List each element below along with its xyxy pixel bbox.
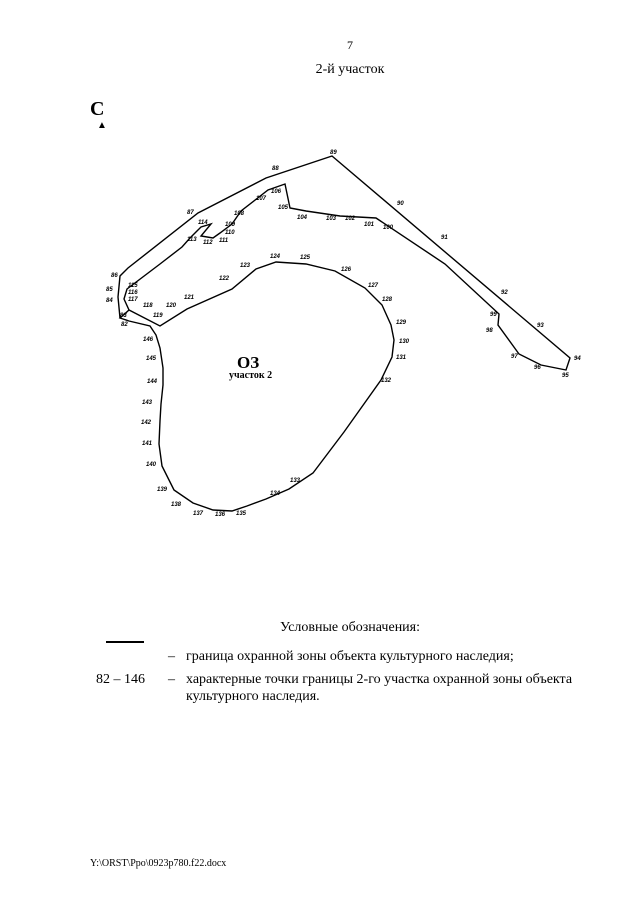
point-label-126: 126	[341, 267, 352, 273]
point-label-84: 84	[106, 298, 113, 304]
point-label-104: 104	[297, 215, 308, 221]
legend-title: Условные обозначения:	[279, 620, 421, 635]
point-label-121: 121	[184, 295, 195, 301]
point-label-132: 132	[381, 378, 392, 384]
point-label-143: 143	[142, 400, 153, 406]
point-label-103: 103	[326, 216, 337, 222]
point-label-137: 137	[193, 511, 204, 517]
point-label-85: 85	[106, 287, 113, 293]
point-label-95: 95	[562, 373, 569, 379]
point-label-130: 130	[399, 339, 410, 345]
point-label-141: 141	[142, 441, 153, 447]
zone-name: ОЗ	[237, 353, 259, 372]
point-label-113: 113	[187, 237, 197, 243]
point-label-100: 100	[383, 225, 394, 231]
legend-dash-2: –	[168, 672, 175, 687]
point-label-125: 125	[300, 255, 311, 261]
point-label-111: 111	[219, 238, 229, 244]
legend-text-1: граница охранной зоны объекта культурног…	[186, 649, 514, 664]
zone-boundary	[118, 261, 395, 512]
point-label-83: 83	[120, 313, 127, 319]
point-label-146: 146	[143, 337, 154, 343]
point-label-94: 94	[574, 356, 581, 362]
point-label-98: 98	[486, 328, 493, 334]
boundary-map: 82 83 84 85 86 87 88 89 90 91 92 93 94 9…	[106, 150, 581, 518]
point-label-115: 115	[128, 283, 138, 289]
point-label-128: 128	[382, 297, 393, 303]
point-label-112: 112	[203, 240, 213, 246]
footer-file-path: Y:\ORST\Ppo\0923p780.f22.docx	[90, 858, 227, 869]
point-label-105: 105	[278, 205, 289, 211]
point-label-108: 108	[234, 211, 245, 217]
page-number: 7	[347, 38, 353, 52]
point-label-87: 87	[187, 210, 194, 216]
zone-subtitle: участок 2	[229, 370, 272, 381]
point-label-82: 82	[121, 322, 128, 328]
point-label-123: 123	[240, 263, 251, 269]
legend-key-2: 82 – 146	[96, 672, 145, 687]
point-label-107: 107	[256, 196, 267, 202]
point-label-134: 134	[270, 491, 281, 497]
north-label: С	[90, 98, 105, 120]
point-label-140: 140	[146, 462, 157, 468]
point-label-127: 127	[368, 283, 379, 289]
point-label-110: 110	[225, 230, 235, 236]
point-label-124: 124	[270, 254, 281, 260]
point-label-96: 96	[534, 365, 541, 371]
point-label-138: 138	[171, 502, 182, 508]
point-label-133: 133	[290, 478, 301, 484]
point-label-114: 114	[198, 220, 208, 226]
point-label-89: 89	[330, 150, 337, 156]
legend-dash-1: –	[168, 649, 175, 664]
point-label-145: 145	[146, 356, 157, 362]
point-label-129: 129	[396, 320, 407, 326]
outer-boundary	[117, 155, 571, 371]
point-label-90: 90	[397, 201, 404, 207]
legend-text-2-line-2: культурного наследия.	[186, 689, 320, 704]
point-label-109: 109	[225, 222, 236, 228]
north-arrow-icon: ▲	[97, 120, 107, 131]
point-label-88: 88	[272, 166, 279, 172]
point-label-118: 118	[143, 303, 153, 309]
point-label-97: 97	[511, 354, 518, 360]
point-label-120: 120	[166, 303, 177, 309]
point-label-101: 101	[364, 222, 375, 228]
point-label-92: 92	[501, 290, 508, 296]
point-label-117: 117	[128, 297, 138, 303]
point-label-86: 86	[111, 273, 118, 279]
point-label-139: 139	[157, 487, 168, 493]
point-label-106: 106	[271, 189, 282, 195]
point-label-142: 142	[141, 420, 152, 426]
point-label-102: 102	[345, 216, 356, 222]
section-title: 2-й участок	[315, 62, 385, 77]
point-label-122: 122	[219, 276, 230, 282]
point-label-131: 131	[396, 355, 407, 361]
point-label-119: 119	[153, 313, 163, 319]
point-label-116: 116	[128, 290, 138, 296]
legend-boundary-swatch	[106, 641, 144, 643]
point-label-91: 91	[441, 235, 448, 241]
point-label-93: 93	[537, 323, 544, 329]
point-label-144: 144	[147, 379, 158, 385]
point-label-136: 136	[215, 512, 226, 518]
point-label-135: 135	[236, 511, 247, 517]
point-label-99: 99	[490, 312, 497, 318]
legend-text-2-line-1: характерные точки границы 2-го участка о…	[186, 672, 573, 687]
